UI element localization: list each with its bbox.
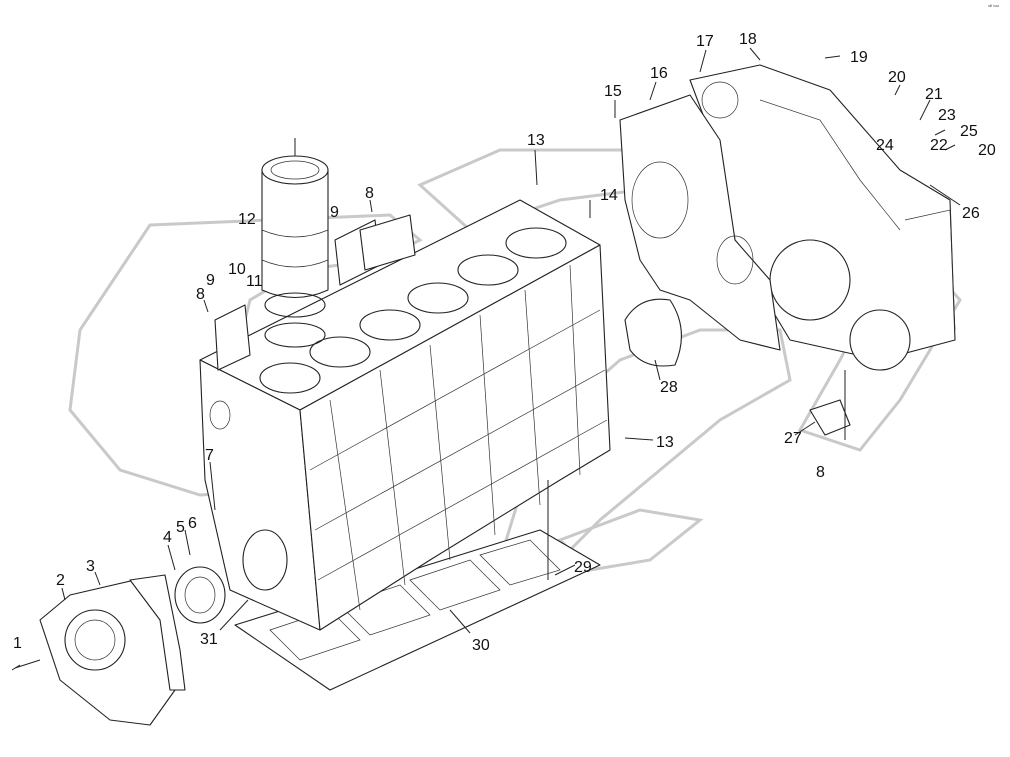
callout-18: 18 <box>739 31 757 48</box>
callout-29: 29 <box>574 559 592 576</box>
callout-25: 25 <box>960 123 978 140</box>
callout-20a: 20 <box>888 69 906 86</box>
callout-31: 31 <box>200 631 218 648</box>
callout-4: 4 <box>163 529 172 546</box>
callout-17: 17 <box>696 33 714 50</box>
callout-6: 6 <box>188 515 197 532</box>
callout-3: 3 <box>86 558 95 575</box>
callout-10: 10 <box>228 261 246 278</box>
callout-11: 11 <box>246 273 263 290</box>
callout-9b: 9 <box>206 272 215 289</box>
oil-pan-gasket <box>234 529 601 691</box>
callout-26: 26 <box>962 205 980 222</box>
cylinder-liner <box>261 138 329 348</box>
callout-9a: 9 <box>330 204 339 221</box>
callout-20b: 20 <box>978 142 996 159</box>
callout-22: 22 <box>930 137 948 154</box>
callout-14: 14 <box>600 187 618 204</box>
thrust-bearing <box>624 298 682 367</box>
callout-8b: 8 <box>365 185 374 202</box>
leader-lines <box>11 47 961 671</box>
callout-5: 5 <box>176 519 185 536</box>
rear-cover <box>39 574 186 726</box>
cylinder-block <box>199 199 611 631</box>
callouts: 1 2 3 4 5 6 7 8 8 8 8 9 9 10 11 12 13 13… <box>13 4 999 654</box>
callout-15: 15 <box>604 83 622 100</box>
callout-2: 2 <box>56 572 65 589</box>
callout-12: 12 <box>238 211 256 228</box>
callout-13a: 13 <box>527 132 545 149</box>
corner-mark: ᵃᴮ ᵇᵃᵃ <box>988 4 999 10</box>
callout-13b: 13 <box>656 434 674 451</box>
callout-8c: 8 <box>816 464 825 481</box>
callout-28: 28 <box>660 379 678 396</box>
callout-21: 21 <box>925 86 943 103</box>
callout-24: 24 <box>876 137 894 154</box>
cover-plate <box>809 399 851 436</box>
callout-16: 16 <box>650 65 668 82</box>
oil-seal <box>174 566 226 624</box>
flywheel-housing <box>689 64 956 371</box>
callout-7: 7 <box>205 447 214 464</box>
callout-23: 23 <box>938 107 956 124</box>
callout-27: 27 <box>784 430 802 447</box>
callout-30: 30 <box>472 637 490 654</box>
callout-1: 1 <box>13 635 22 652</box>
timing-gasket <box>619 94 781 351</box>
callout-8a: 8 <box>196 286 205 303</box>
callout-19: 19 <box>850 49 868 66</box>
side-covers <box>214 214 416 371</box>
